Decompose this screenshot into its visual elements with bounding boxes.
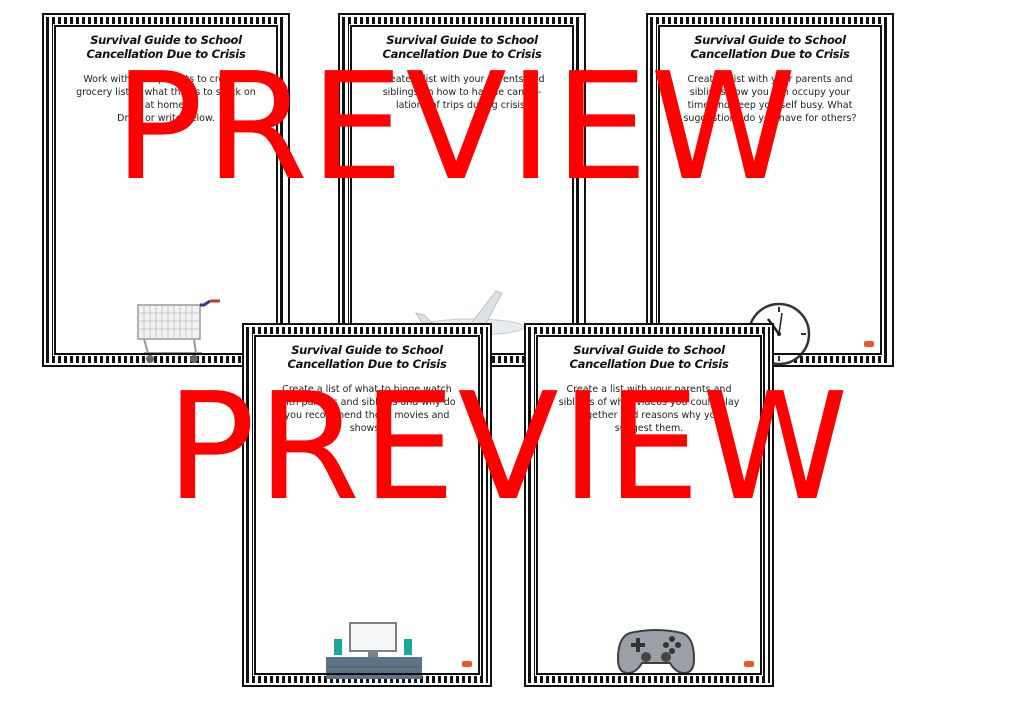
card-prompt: Work with your parents to create a groce… [76,74,256,124]
publisher-logo [864,341,874,347]
worksheet-card-games: Survival Guide to School Cancellation Du… [524,323,774,687]
card-title: Survival Guide to School Cancellation Du… [382,33,542,61]
card-prompt: Create a list with your parents and sibl… [683,74,857,124]
worksheet-card-busy: Survival Guide to School Cancellation Du… [646,13,894,367]
card-title: Survival Guide to School Cancellation Du… [287,343,447,371]
card-title: Survival Guide to School Cancellation Du… [569,343,729,371]
card-title: Survival Guide to School Cancellation Du… [86,33,246,61]
card-prompt: Create a list of what to binge watch wit… [278,384,456,434]
card-prompt: Create a list with your parents and sibl… [558,384,740,434]
shopping-cart-icon [137,299,220,363]
card-prompt: Create a list with your parents and sibl… [379,74,545,111]
worksheet-card-grocery: Survival Guide to School Cancellation Du… [42,13,290,367]
publisher-logo [462,661,472,667]
game-controller-icon [616,629,696,675]
tv-stand-icon [326,622,422,679]
publisher-logo [744,661,754,667]
worksheet-card-binge: Survival Guide to School Cancellation Du… [242,323,492,687]
card-title: Survival Guide to School Cancellation Du… [690,33,850,61]
worksheet-card-trips: Survival Guide to School Cancellation Du… [338,13,586,367]
